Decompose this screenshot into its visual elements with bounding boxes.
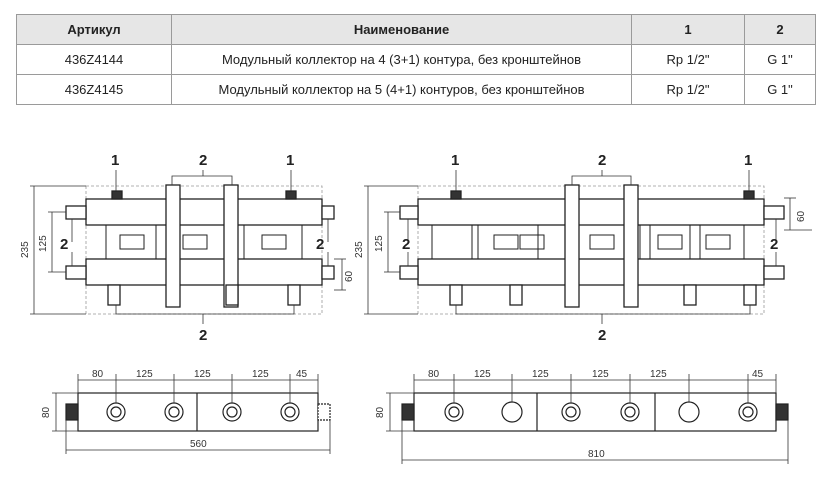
- front-view-4-callouts: 1 2 1 2 2 2: [60, 152, 324, 344]
- port-1-fitting: [111, 190, 123, 200]
- callout-1: 1: [744, 152, 752, 169]
- header-article: Артикул: [16, 14, 172, 45]
- callout-2: 2: [199, 152, 207, 169]
- callout-1: 1: [111, 152, 119, 169]
- bottom-view-810: [401, 392, 789, 432]
- callout-2: 2: [60, 236, 68, 253]
- front-view-4-leaders: [30, 170, 346, 324]
- dim-height-235: 235: [354, 241, 365, 258]
- cell-article: 436Z4145: [16, 74, 172, 105]
- cell-port-1: Rp 1/2": [631, 44, 745, 75]
- callout-2: 2: [199, 327, 207, 344]
- bottom-view-810-dimlines: [386, 374, 789, 464]
- vertical-pipe: [564, 184, 580, 308]
- callout-2: 2: [598, 152, 606, 169]
- supply-header-pipe: [85, 198, 323, 226]
- port-1-fitting: [450, 190, 462, 200]
- callout-2: 2: [598, 327, 606, 344]
- module-blocks: [105, 224, 303, 262]
- callout-2: 2: [316, 236, 324, 253]
- dim-pitch-125: 125: [374, 235, 385, 252]
- dim-total-810: 810: [588, 449, 605, 460]
- dim-segment: 125: [474, 369, 491, 380]
- callout-1: 1: [286, 152, 294, 169]
- table-header-row: Артикул Наименование 1 2: [16, 14, 816, 45]
- dim-segment: 80: [92, 369, 104, 380]
- cell-name: Модульный коллектор на 4 (3+1) контура, …: [171, 44, 632, 75]
- table-row: 436Z4144 Модульный коллектор на 4 (3+1) …: [16, 44, 816, 75]
- dim-pitch-125: 125: [38, 235, 49, 252]
- cell-port-2: G 1": [744, 74, 816, 105]
- callout-2: 2: [770, 236, 778, 253]
- front-view-5-leaders: [364, 170, 812, 324]
- dim-total-560: 560: [190, 439, 207, 450]
- dim-segment: 125: [194, 369, 211, 380]
- vertical-pipe: [623, 184, 639, 308]
- cell-article: 436Z4144: [16, 44, 172, 75]
- dim-offset-60: 60: [796, 210, 807, 222]
- table-row: 436Z4145 Модульный коллектор на 5 (4+1) …: [16, 74, 816, 105]
- dim-segment: 125: [136, 369, 153, 380]
- dim-height-80: 80: [41, 406, 52, 418]
- dim-segment: 125: [650, 369, 667, 380]
- cell-name: Модульный коллектор на 5 (4+1) контуров,…: [171, 74, 632, 105]
- header-port-2: 2: [744, 14, 816, 45]
- dim-segment: 125: [532, 369, 549, 380]
- return-header-pipe: [85, 258, 323, 286]
- bottom-view-560-dimlines: [52, 374, 331, 454]
- dim-segment: 80: [428, 369, 440, 380]
- spec-table: Артикул Наименование 1 2 436Z4144 Модуль…: [16, 14, 816, 105]
- return-header-pipe: [417, 258, 765, 286]
- front-view-5-circuits: [399, 184, 785, 315]
- supply-header-pipe: [417, 198, 765, 226]
- bottom-view-810-dimensions: 80 125 125 125 125 45 810 80: [375, 369, 764, 460]
- vertical-pipe: [223, 184, 239, 308]
- dim-segment: 125: [592, 369, 609, 380]
- dim-segment: 45: [752, 369, 764, 380]
- cell-port-1: Rp 1/2": [631, 74, 745, 105]
- module-blocks: [431, 224, 745, 262]
- front-view-4-circuits: [65, 184, 335, 315]
- callout-1: 1: [451, 152, 459, 169]
- dim-offset-60: 60: [344, 270, 355, 282]
- dim-height-235: 235: [20, 241, 31, 258]
- port-1-fitting: [285, 190, 297, 200]
- front-view-5-callouts: 1 2 1 2 2 2: [402, 152, 778, 344]
- vertical-pipe: [165, 184, 181, 308]
- front-view-4-dimensions: 235 125 60: [20, 235, 355, 282]
- port-1-fitting: [743, 190, 755, 200]
- dim-segment: 125: [252, 369, 269, 380]
- dim-segment: 45: [296, 369, 308, 380]
- callout-2: 2: [402, 236, 410, 253]
- bottom-view-560-dimensions: 80 125 125 125 45 560 80: [41, 369, 308, 450]
- dim-height-80: 80: [375, 406, 386, 418]
- front-view-5-dimensions: 235 125 60: [354, 210, 807, 258]
